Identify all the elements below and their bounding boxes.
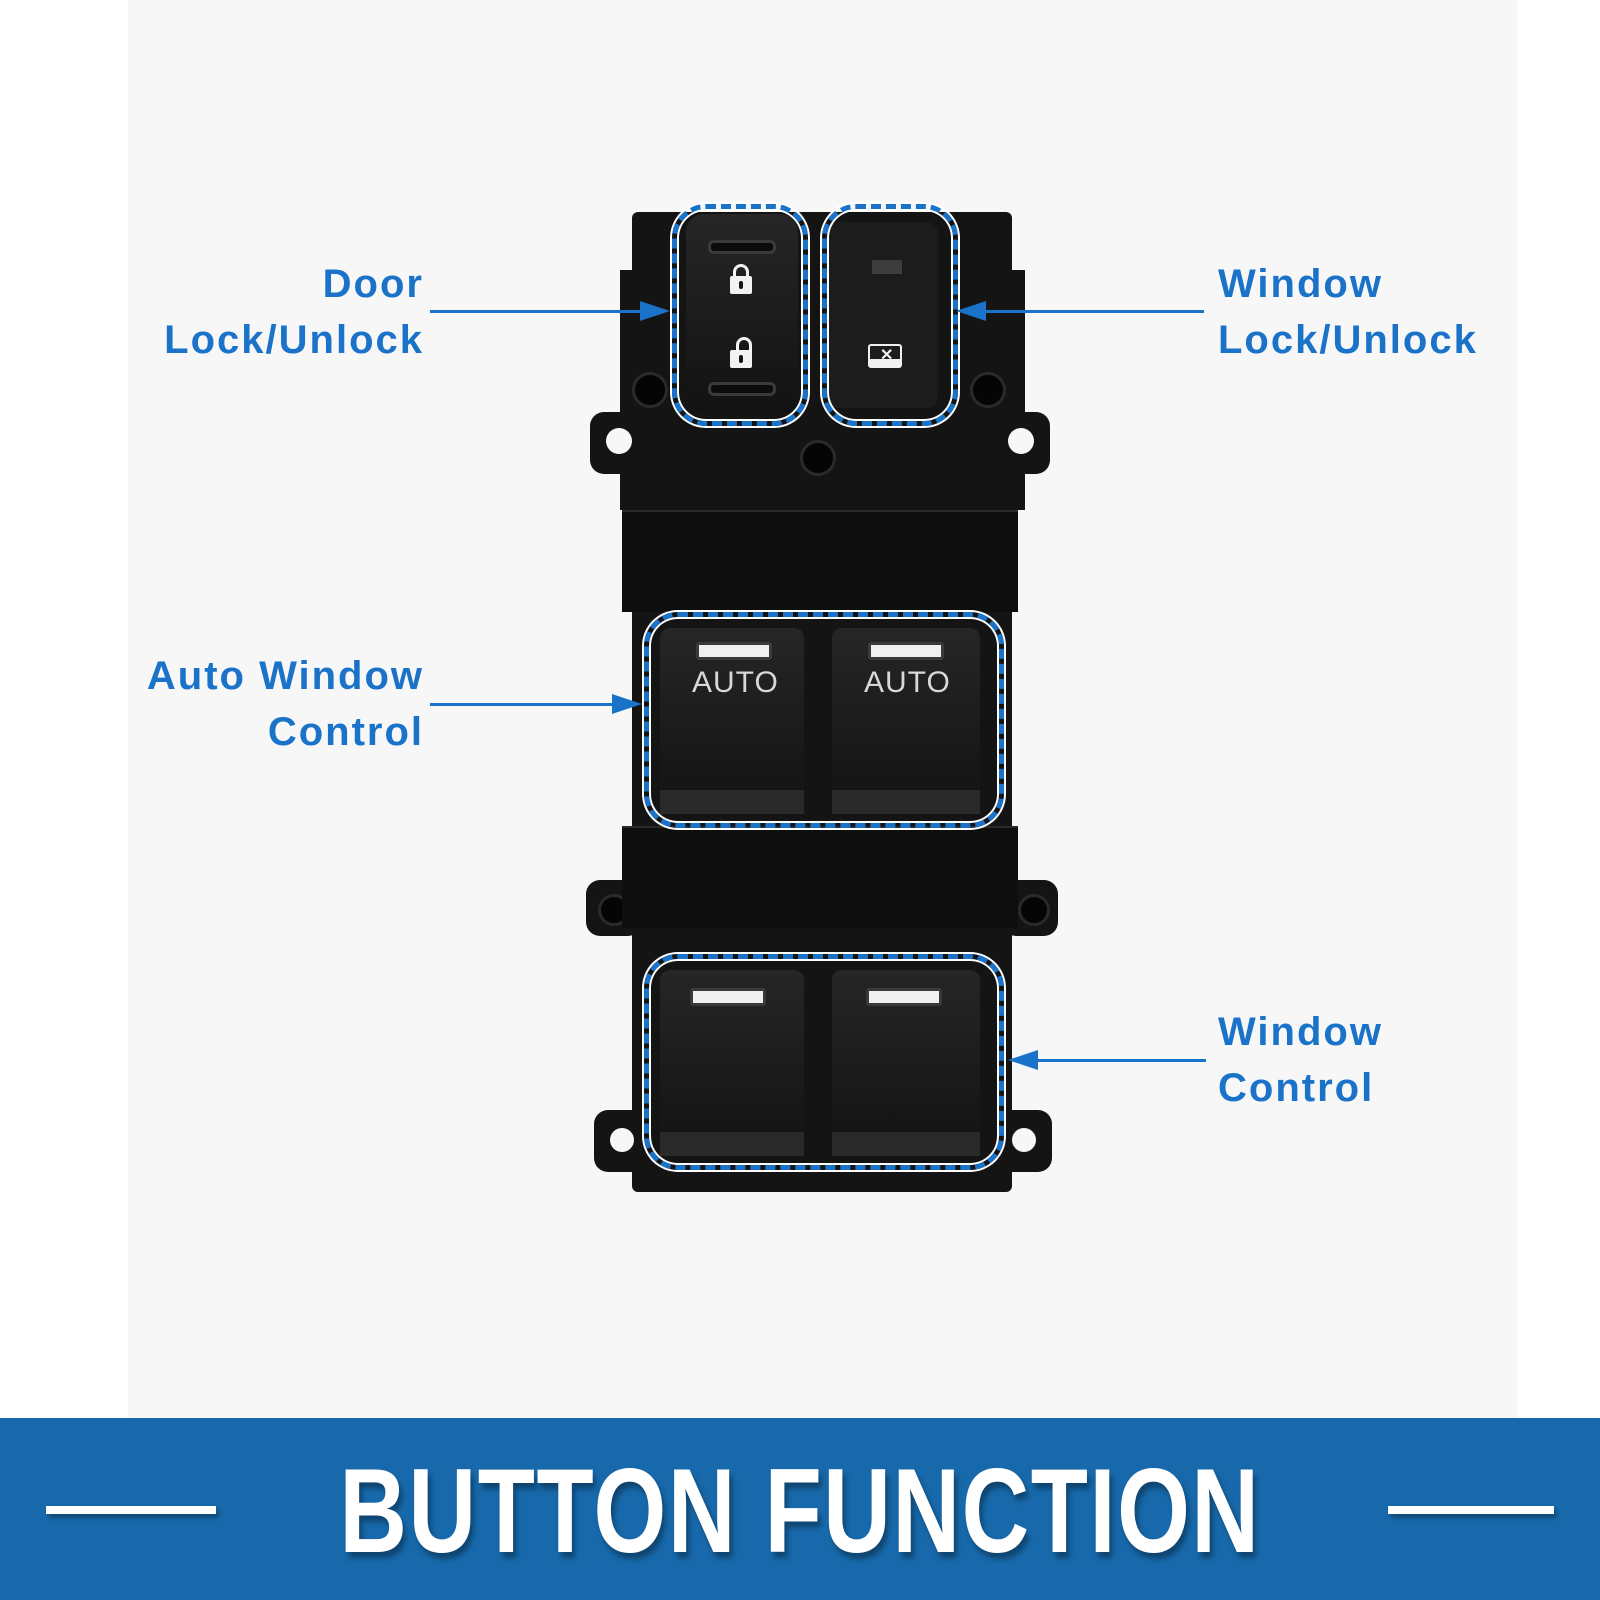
highlight-auto-window bbox=[644, 612, 1004, 828]
banner-title: BUTTON FUNCTION bbox=[339, 1444, 1261, 1578]
panel-rail-lower bbox=[622, 826, 1018, 928]
label-window-lock: Window Lock/Unlock bbox=[1218, 256, 1578, 368]
label-line: Lock/Unlock bbox=[1218, 318, 1478, 362]
mount-ear-top-left bbox=[590, 412, 650, 474]
window-switch-right[interactable] bbox=[832, 970, 980, 1156]
window-lock-icon: ✕ bbox=[868, 344, 902, 368]
mount-ear-top-right bbox=[990, 412, 1050, 474]
switch-indicator bbox=[696, 642, 772, 660]
arrow-window-control bbox=[1034, 1059, 1206, 1062]
arrow-head-icon bbox=[640, 301, 670, 321]
label-line: Door bbox=[322, 262, 424, 306]
switch-lip bbox=[832, 1132, 980, 1156]
label-line: Lock/Unlock bbox=[164, 318, 424, 362]
switch-grip bbox=[708, 240, 776, 254]
auto-window-switch-right[interactable]: AUTO bbox=[832, 628, 980, 814]
screw-hole bbox=[970, 372, 1006, 408]
label-line: Window bbox=[1218, 262, 1383, 306]
label-line: Control bbox=[267, 710, 424, 754]
door-lock-switch[interactable] bbox=[686, 214, 798, 414]
window-lock-indicator bbox=[872, 260, 902, 274]
screw-hole bbox=[632, 372, 668, 408]
arrow-window-lock bbox=[980, 310, 1204, 313]
auto-label: AUTO bbox=[864, 666, 951, 699]
panel-rail-upper bbox=[622, 510, 1018, 612]
switch-indicator bbox=[866, 988, 942, 1006]
window-lock-switch[interactable]: ✕ bbox=[826, 222, 938, 408]
label-line: Auto Window bbox=[146, 654, 424, 698]
arrow-head-icon bbox=[1008, 1050, 1038, 1070]
switch-grip bbox=[708, 382, 776, 396]
switch-lip bbox=[832, 790, 980, 814]
auto-label: AUTO bbox=[692, 666, 779, 699]
switch-lip bbox=[660, 790, 804, 814]
highlight-door-lock bbox=[672, 204, 808, 426]
arrow-door-lock bbox=[430, 310, 645, 313]
arrow-head-icon bbox=[956, 301, 986, 321]
switch-indicator bbox=[868, 642, 944, 660]
screw-hole bbox=[1018, 894, 1050, 926]
banner-rule-left bbox=[46, 1506, 216, 1514]
title-banner: BUTTON FUNCTION bbox=[0, 1418, 1600, 1600]
lock-icon bbox=[730, 264, 752, 294]
panel-right-edge bbox=[1005, 270, 1025, 510]
label-auto-window: Auto Window Control bbox=[60, 648, 424, 760]
unlock-icon bbox=[730, 337, 752, 368]
label-line: Control bbox=[1218, 1066, 1375, 1110]
highlight-window-lock bbox=[822, 204, 958, 426]
highlight-window-control bbox=[644, 954, 1004, 1170]
arrow-auto-window bbox=[430, 703, 616, 706]
auto-window-switch-left[interactable]: AUTO bbox=[660, 628, 804, 814]
banner-rule-right bbox=[1388, 1506, 1554, 1514]
label-line: Window bbox=[1218, 1010, 1383, 1054]
window-switch-left[interactable] bbox=[660, 970, 804, 1156]
screw-hole bbox=[800, 440, 836, 476]
arrow-head-icon bbox=[612, 694, 642, 714]
switch-lip bbox=[660, 1132, 804, 1156]
label-door-lock: Door Lock/Unlock bbox=[100, 256, 424, 368]
switch-indicator bbox=[690, 988, 766, 1006]
label-window-control: Window Control bbox=[1218, 1004, 1578, 1116]
